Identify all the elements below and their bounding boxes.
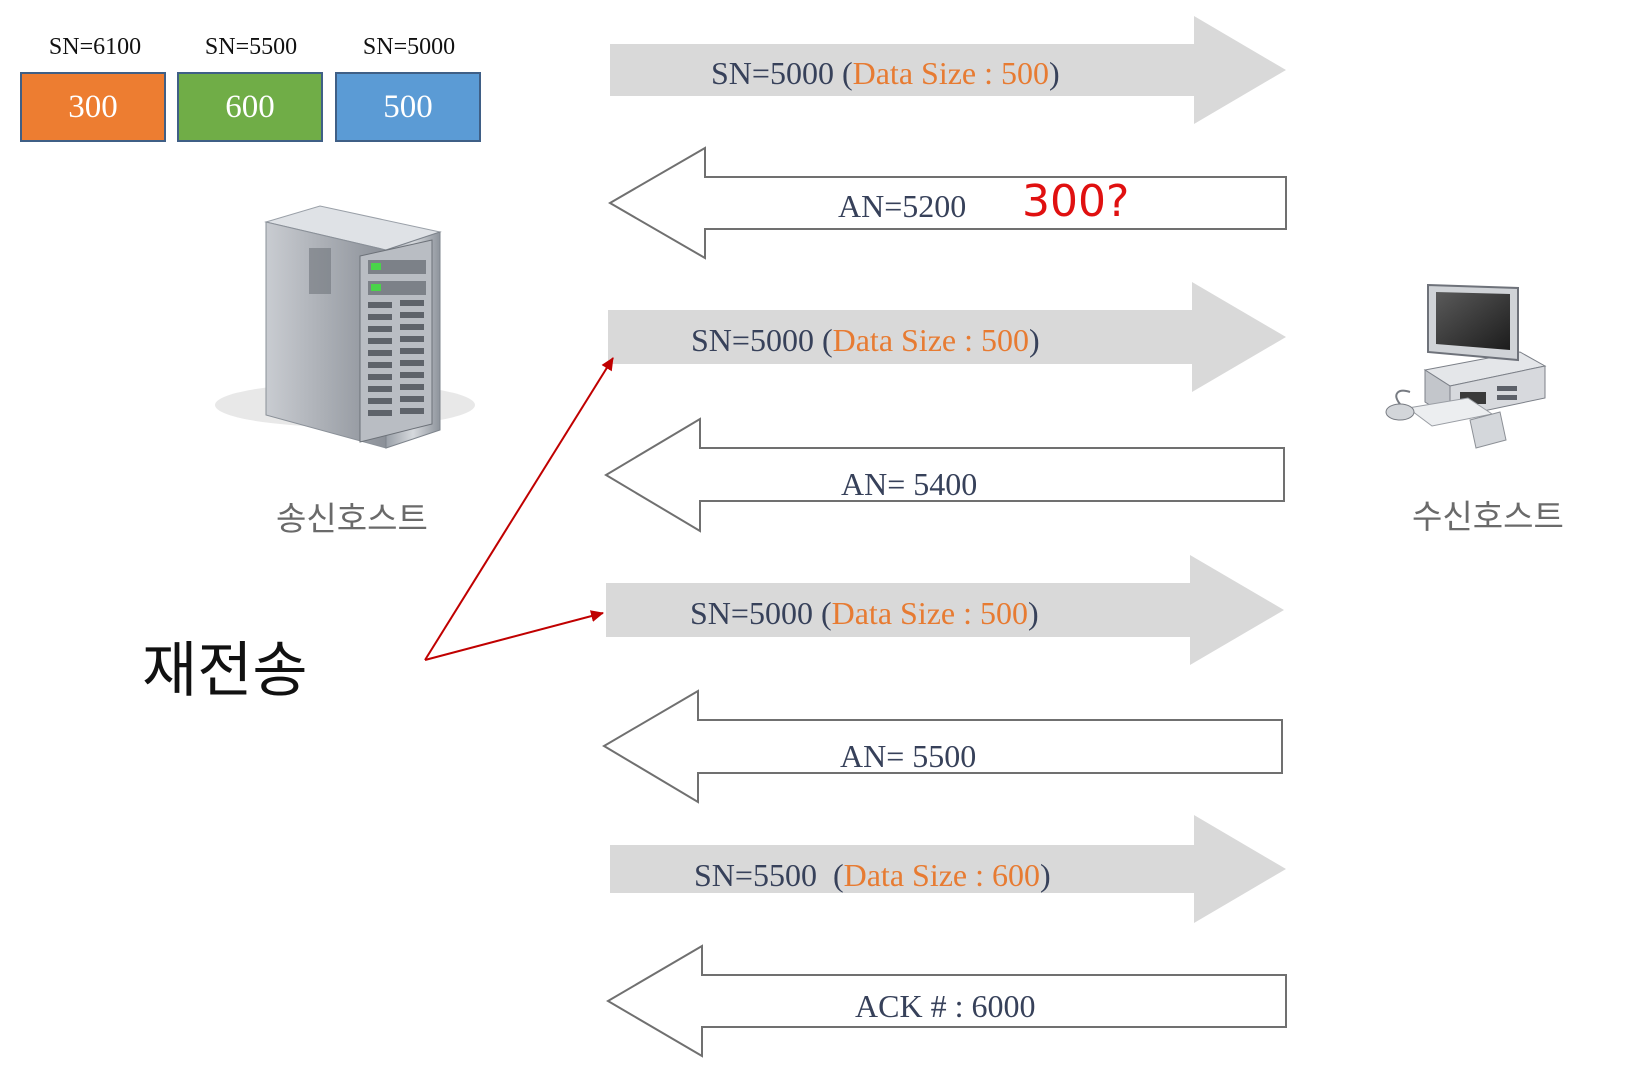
ack-message: AN=5200 <box>838 188 967 224</box>
send-arrow <box>610 815 1286 923</box>
ack-message: AN= 5500 <box>840 738 977 774</box>
send-arrow <box>610 16 1286 124</box>
desktop-computer-icon <box>1385 283 1547 449</box>
segment-sn-label: SN=5000 <box>362 34 456 60</box>
ack-arrow <box>608 146 1287 260</box>
segment-box: 500 <box>335 72 481 142</box>
segment-box: 600 <box>177 72 323 142</box>
sender-label: 송신호스트 <box>276 499 428 538</box>
close-paren: ) <box>1029 322 1040 358</box>
send-arrow <box>608 282 1286 392</box>
send-message: SN=5000 (Data Size : 500) <box>711 55 1060 92</box>
retransmit-label: 재전송 <box>142 636 308 706</box>
data-size: Data Size : 500 <box>852 55 1049 91</box>
server-icon <box>215 205 475 449</box>
ack-arrow <box>604 417 1285 533</box>
data-size: Data Size : 600 <box>843 857 1040 893</box>
close-paren: ) <box>1040 857 1051 893</box>
ack-message: ACK # : 6000 <box>855 988 1036 1024</box>
ack-arrow <box>602 689 1283 804</box>
sequence-number: SN=5000 ( <box>690 595 832 631</box>
send-message: SN=5000 (Data Size : 500) <box>690 595 1039 632</box>
send-arrow <box>606 555 1284 665</box>
retransmit-pointer <box>424 357 614 661</box>
sequence-number: SN=5500 ( <box>694 857 844 893</box>
question-note: 300? <box>1022 176 1130 227</box>
close-paren: ) <box>1049 55 1060 91</box>
retransmit-pointer <box>424 610 604 661</box>
data-size: Data Size : 500 <box>831 595 1028 631</box>
sequence-number: SN=5000 ( <box>711 55 853 91</box>
send-message: SN=5000 (Data Size : 500) <box>691 322 1040 359</box>
send-message: SN=5500 (Data Size : 600) <box>694 857 1051 894</box>
ack-arrow <box>606 944 1287 1058</box>
segment-box: 300 <box>20 72 166 142</box>
receiver-label: 수신호스트 <box>1412 497 1564 536</box>
close-paren: ) <box>1028 595 1039 631</box>
data-size: Data Size : 500 <box>832 322 1029 358</box>
segment-sn-label: SN=5500 <box>204 34 298 60</box>
segment-sn-label: SN=6100 <box>48 34 142 60</box>
ack-message: AN= 5400 <box>841 466 978 502</box>
sequence-number: SN=5000 ( <box>691 322 833 358</box>
